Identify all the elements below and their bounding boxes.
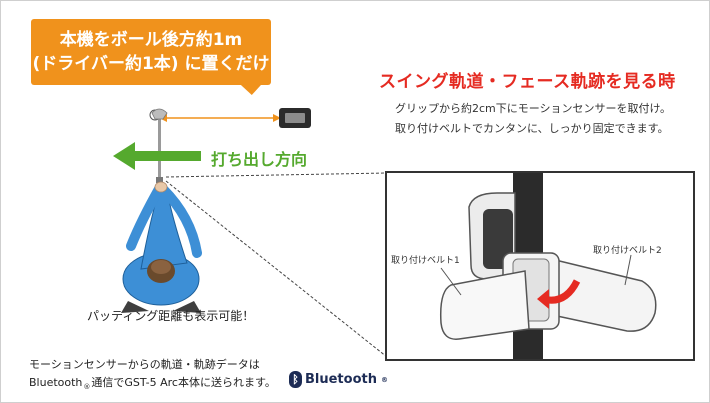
swing-desc-line-1: グリップから約2cm下にモーションセンサーを取付け。 — [395, 102, 671, 115]
belt1-leader-line — [440, 267, 462, 296]
footer-line-2-rest: 通信でGST-5 Arc本体に送られます。 — [91, 376, 276, 389]
callout-line-1: 本機をボール後方約1m — [59, 30, 243, 50]
distance-arrowhead-right — [273, 114, 281, 122]
belt2-leader-line — [624, 254, 632, 286]
golfer-illustration — [113, 108, 388, 358]
club-head — [151, 108, 168, 120]
club-shaft — [158, 113, 161, 183]
swing-section-title: スイング軌道・フェース軌跡を見る時 — [379, 72, 676, 92]
motion-sensor-face — [483, 209, 513, 269]
device-screen — [285, 113, 305, 123]
belt-1 — [439, 270, 530, 340]
left-arrow-icon — [113, 142, 201, 170]
swing-desc-line-2: 取り付けベルトでカンタンに、しっかり固定できます。 — [395, 122, 669, 135]
swing-section-description: グリップから約2cm下にモーションセンサーを取付け。 取り付けベルトでカンタンに… — [395, 99, 671, 139]
zoom-line-bottom — [165, 180, 388, 358]
footer-line-2: Bluetooth®通信でGST-5 Arc本体に送られます。 — [29, 374, 276, 396]
belt-2-label: 取り付けベルト2 — [593, 246, 662, 256]
launch-direction-label: 打ち出し方向 — [211, 150, 308, 169]
footer-bluetooth-word: Bluetooth — [29, 376, 83, 389]
sensor-mount-illustration — [439, 173, 657, 359]
footer-line-1: モーションセンサーからの軌道・軌跡データは — [29, 358, 260, 371]
putting-distance-note: パッティング距離も表示可能！ — [87, 309, 255, 323]
bluetooth-icon: ᛒ — [289, 371, 302, 388]
belt-1-label: 取り付けベルト1 — [391, 256, 460, 266]
motion-sensor-small — [156, 177, 163, 183]
bluetooth-logo: ᛒ Bluetooth® — [289, 371, 389, 388]
golfer-figure — [121, 181, 202, 313]
bluetooth-logo-reg: ® — [380, 375, 388, 384]
callout-line-2: (ドライバー約1本) に置くだけ — [32, 54, 270, 74]
registered-mark: ® — [83, 383, 91, 392]
sensor-detail-box: 取り付けベルト1 取り付けベルト2 — [385, 171, 695, 361]
placement-callout: 本機をボール後方約1m (ドライバー約1本) に置くだけ — [31, 19, 271, 85]
bluetooth-transfer-note: モーションセンサーからの軌道・軌跡データは Bluetooth®通信でGST-5… — [29, 356, 276, 396]
bluetooth-logo-text: Bluetooth — [305, 372, 377, 387]
belt-2 — [542, 256, 657, 332]
curved-arrow-head — [537, 289, 549, 309]
zoom-line-top — [165, 172, 388, 178]
